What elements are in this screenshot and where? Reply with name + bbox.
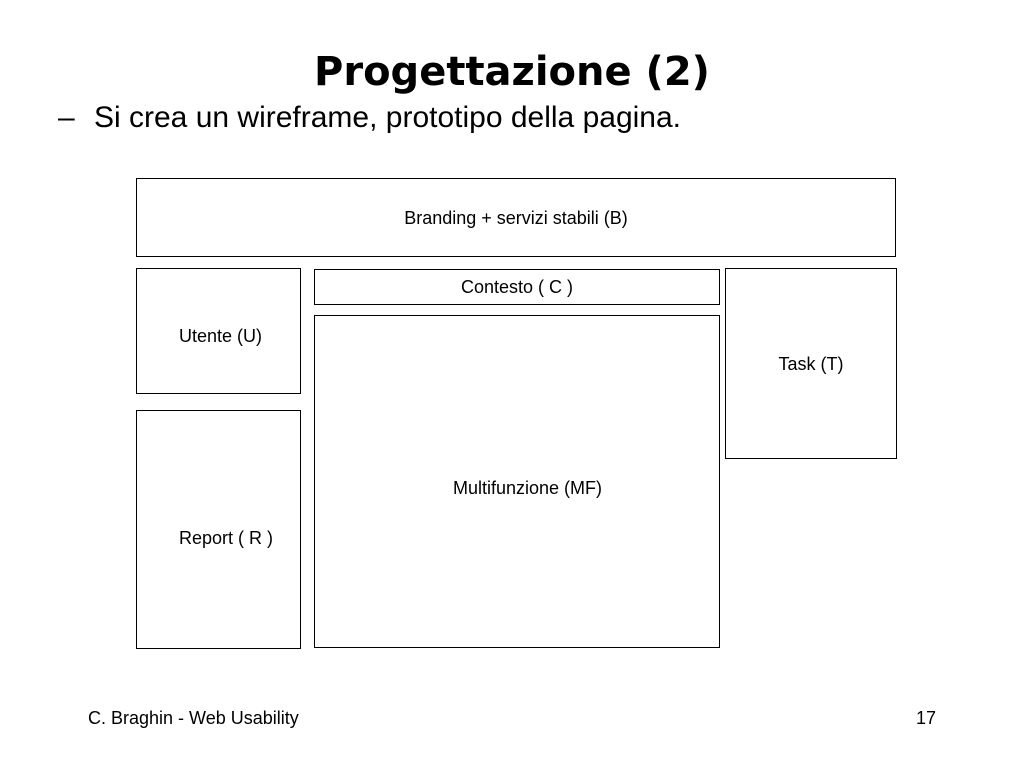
context-label: Contesto ( C ): [460, 277, 574, 297]
context-box: Contesto ( C ): [314, 269, 720, 305]
slide-title: Progettazione (2): [314, 49, 710, 95]
multifunction-box: Multifunzione (MF): [314, 315, 720, 648]
branding-label: Branding + servizi stabili (B): [404, 207, 628, 228]
branding-box: Branding + servizi stabili (B): [136, 178, 896, 257]
user-box: Utente (U): [136, 268, 301, 394]
report-box: Report ( R ): [136, 410, 301, 649]
user-label: Utente (U): [179, 326, 263, 346]
report-label: Report ( R ): [179, 528, 274, 548]
task-label: Task (T): [778, 353, 844, 374]
footer-author: C. Braghin - Web Usability: [88, 708, 299, 728]
footer-page-number: 17: [915, 708, 936, 728]
multifunction-label: Multifunzione (MF): [453, 478, 603, 498]
bullet-item: –Si crea un wireframe, prototipo della p…: [58, 100, 681, 136]
bullet-text: Si crea un wireframe, prototipo della pa…: [94, 101, 681, 134]
task-box: Task (T): [725, 268, 897, 459]
bullet-dash: –: [58, 101, 75, 134]
